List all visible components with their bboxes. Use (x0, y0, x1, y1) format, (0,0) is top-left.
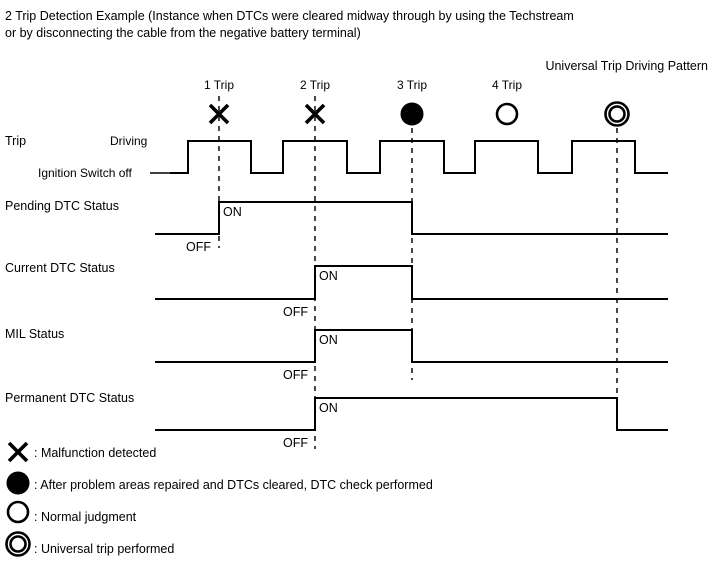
legend-text-dtc-check: : After problem areas repaired and DTCs … (34, 478, 433, 492)
off-label-pending-dtc: OFF (186, 240, 211, 254)
trip-marker-label-1: 1 Trip (204, 78, 234, 92)
trip-marker-label-4: 4 Trip (492, 78, 522, 92)
on-label-permanent-dtc: ON (319, 401, 338, 415)
row-label-current-dtc: Current DTC Status (5, 261, 115, 275)
double-circle-icon-universal-trip (604, 101, 630, 127)
off-label-current-dtc: OFF (283, 305, 308, 319)
waveform-trip (170, 140, 668, 174)
diagram-title-line1: 2 Trip Detection Example (Instance when … (5, 9, 574, 23)
legend: : Malfunction detected : After problem a… (5, 441, 433, 557)
legend-text-malfunction: : Malfunction detected (34, 446, 156, 460)
level-label-driving: Driving (110, 134, 147, 148)
open-circle-icon-trip-4 (495, 102, 519, 126)
trip-marker-label-2: 2 Trip (300, 78, 330, 92)
row-label-pending-dtc: Pending DTC Status (5, 199, 119, 213)
off-label-permanent-dtc: OFF (283, 436, 308, 450)
diagram-title-line2: or by disconnecting the cable from the n… (5, 26, 361, 40)
waveform-current-dtc (155, 265, 668, 300)
off-label-mil: OFF (283, 368, 308, 382)
legend-text-normal-judgment: : Normal judgment (34, 510, 137, 524)
trip-marker-label-3: 3 Trip (397, 78, 427, 92)
waveform-pending-dtc (155, 201, 668, 235)
waveform-permanent-dtc (155, 397, 668, 431)
x-mark-icon-legend (7, 441, 29, 463)
legend-item-malfunction: : Malfunction detected (7, 441, 156, 463)
x-mark-icon-trip-2 (304, 103, 326, 125)
double-circle-icon-legend (5, 531, 31, 557)
open-circle-icon-legend (6, 500, 30, 524)
row-label-mil: MIL Status (5, 327, 64, 341)
waveform-mil (155, 329, 668, 363)
universal-trip-header: Universal Trip Driving Pattern (545, 59, 708, 73)
row-label-trip: Trip (5, 134, 26, 148)
x-mark-icon-trip-1 (208, 103, 230, 125)
legend-item-normal-judgment: : Normal judgment (6, 500, 137, 524)
row-label-permanent-dtc: Permanent DTC Status (5, 391, 134, 405)
legend-item-dtc-check: : After problem areas repaired and DTCs … (6, 471, 433, 495)
level-label-ignition-switch-off: Ignition Switch off (38, 166, 132, 180)
on-label-current-dtc: ON (319, 269, 338, 283)
legend-text-universal-trip: : Universal trip performed (34, 542, 174, 556)
legend-item-universal-trip: : Universal trip performed (5, 531, 174, 557)
on-label-pending-dtc: ON (223, 205, 242, 219)
filled-circle-icon-trip-3 (400, 102, 424, 126)
filled-circle-icon-legend (6, 471, 30, 495)
on-label-mil: ON (319, 333, 338, 347)
